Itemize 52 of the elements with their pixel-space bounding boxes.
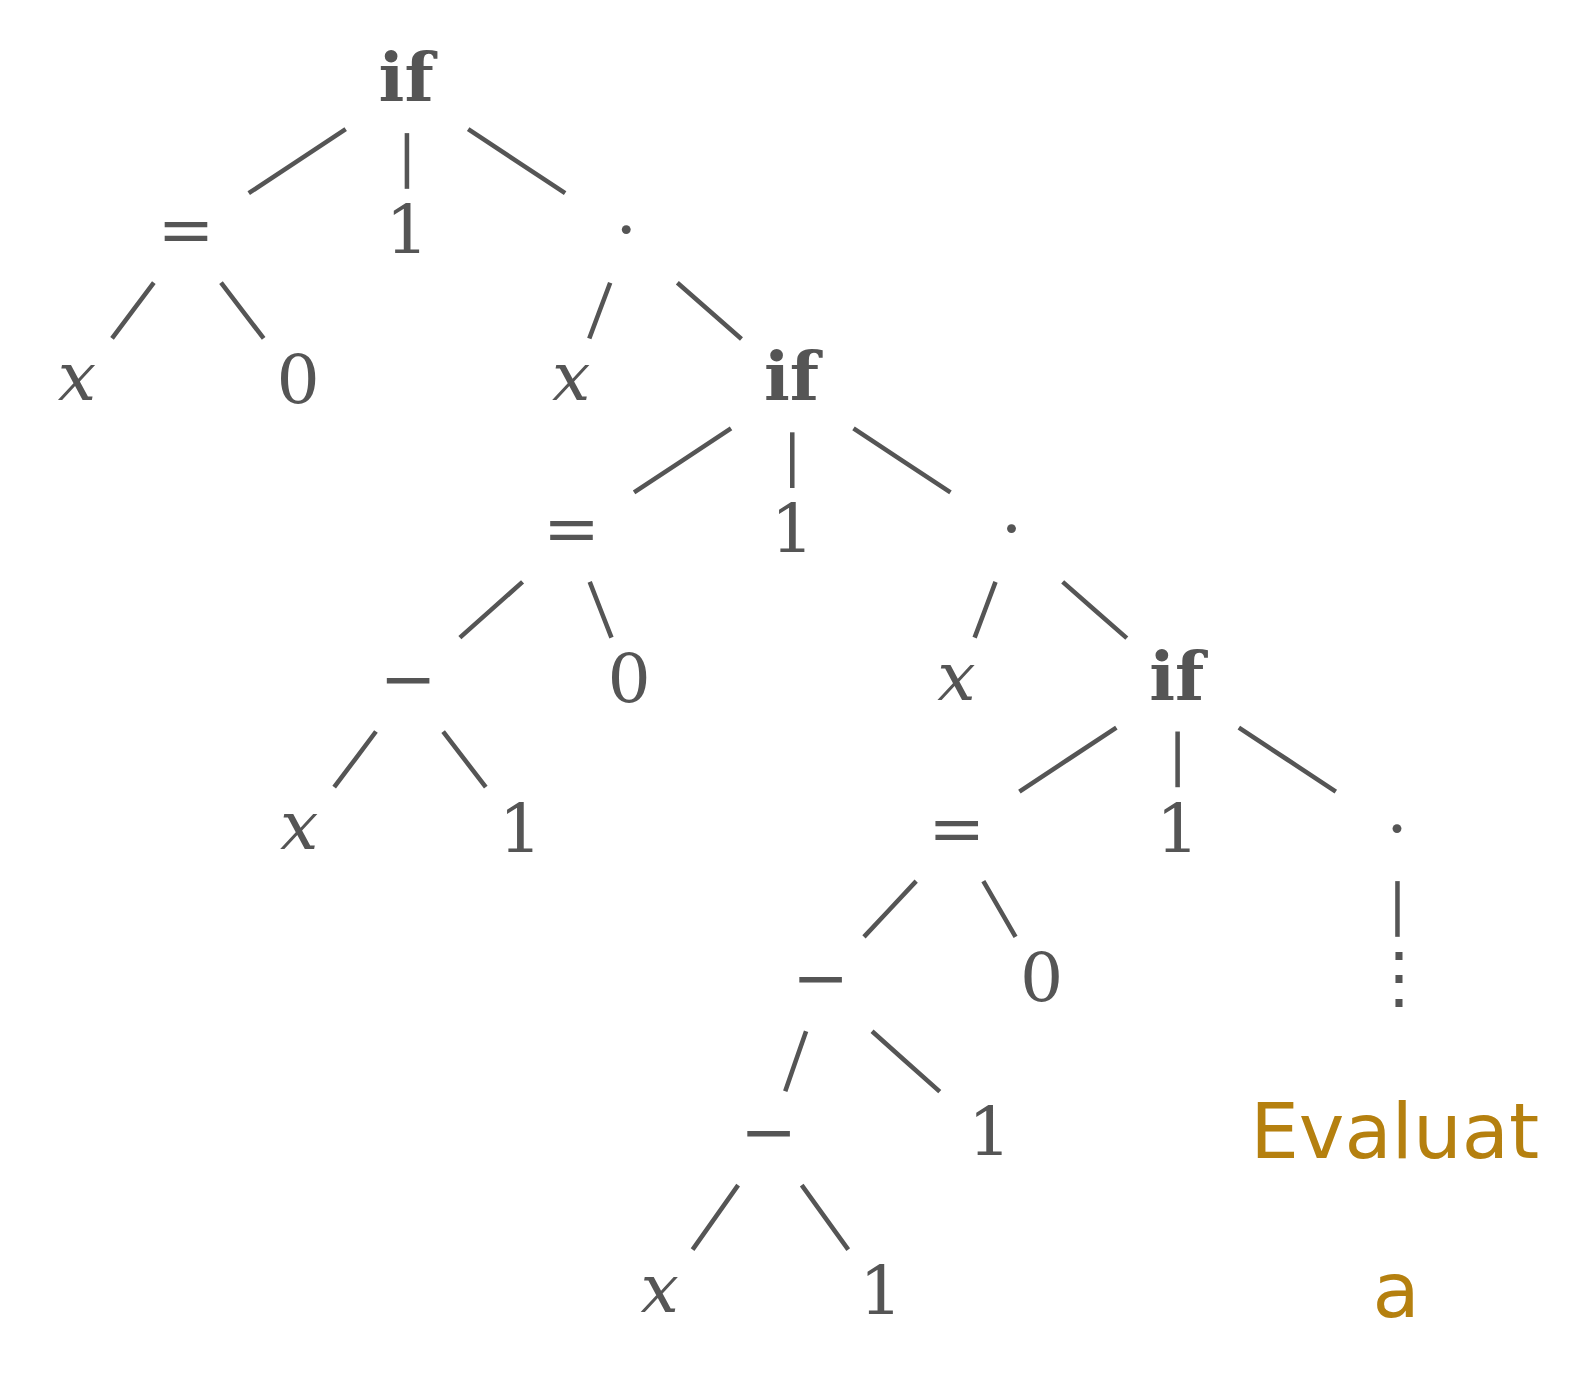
node-text: ⋮ [1364, 938, 1433, 1018]
connector [332, 730, 378, 789]
connector [972, 581, 998, 639]
connector [219, 281, 266, 340]
node-text: x [552, 337, 591, 417]
node-text: x [280, 786, 319, 866]
connector [1061, 580, 1129, 640]
node-text: · [1000, 489, 1023, 569]
node-text: · [1386, 788, 1408, 868]
connector [441, 730, 488, 789]
connector [1395, 881, 1400, 937]
node-text: x [640, 1248, 679, 1328]
connector [632, 426, 733, 495]
node-text: − [740, 1092, 798, 1172]
node-text: = [542, 489, 600, 569]
node-text: − [379, 638, 437, 718]
connector [1175, 731, 1180, 788]
node-text: 1 [770, 489, 814, 569]
connector [675, 281, 743, 341]
connector [981, 879, 1018, 938]
connector [690, 1183, 740, 1251]
node-text: 1 [498, 788, 542, 868]
connector [790, 432, 795, 489]
node-text: 1 [385, 190, 429, 270]
connector [783, 1030, 809, 1092]
label: a [1372, 1244, 1420, 1335]
label: Evaluat [1250, 1085, 1540, 1176]
connector [404, 133, 410, 189]
node-text: · [615, 190, 638, 270]
node-text: 0 [1020, 938, 1064, 1018]
connector [870, 1029, 942, 1094]
connector [110, 281, 156, 340]
node-text: 1 [1156, 788, 1200, 868]
node-text: 1 [967, 1092, 1012, 1172]
connector [247, 127, 347, 196]
connector [458, 580, 525, 640]
connector [1237, 725, 1338, 794]
connector [862, 879, 918, 939]
connector [799, 1183, 851, 1251]
node-text: − [792, 938, 850, 1018]
node-text: = [928, 788, 986, 868]
node-text: = [157, 190, 215, 270]
node-text: 0 [607, 638, 651, 718]
node-text: 0 [276, 339, 320, 419]
connector [587, 581, 614, 639]
connector [587, 281, 613, 340]
connector [852, 426, 952, 495]
node-text: x [57, 337, 97, 417]
connector [466, 127, 567, 196]
connector [1018, 725, 1118, 794]
node-text: x [937, 636, 976, 716]
node-text: 1 [859, 1250, 903, 1330]
